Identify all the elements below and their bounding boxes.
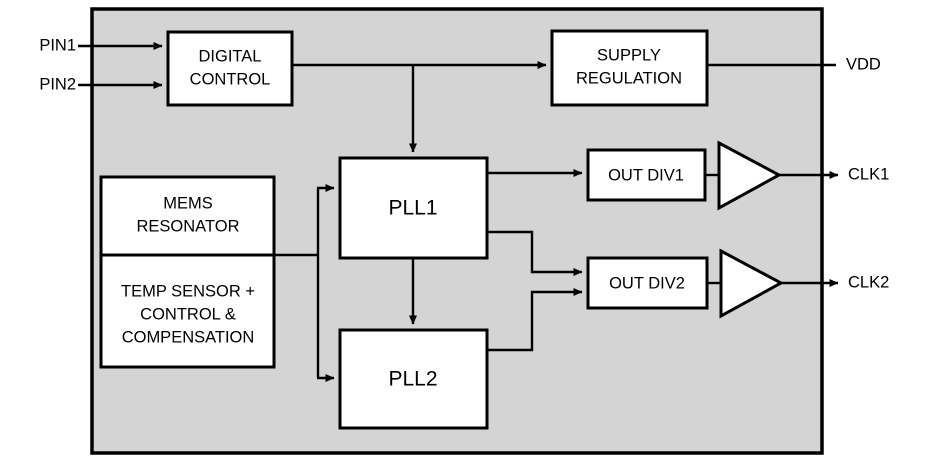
- block-supply-regulation-label-line2: REGULATION: [576, 69, 682, 87]
- block-out-div2-label: OUT DIV2: [609, 274, 685, 292]
- block-supply-regulation-box: [550, 29, 709, 107]
- pin-label-pin2: PIN2: [39, 75, 76, 93]
- block-digital-control[interactable]: DIGITAL CONTROL: [166, 30, 294, 107]
- pin-label-vdd: VDD: [846, 55, 881, 73]
- block-temp-sensor-label-line2: CONTROL &: [140, 305, 236, 323]
- block-out-div2[interactable]: OUT DIV2: [586, 256, 709, 310]
- block-out-div1-label: OUT DIV1: [608, 166, 684, 184]
- block-mems-resonator-box[interactable]: [99, 175, 276, 257]
- wire-pll1-to-out-div2: [487, 230, 583, 276]
- block-temp-sensor-box[interactable]: [99, 253, 276, 369]
- block-out-div1[interactable]: OUT DIV1: [586, 148, 707, 202]
- block-pll1[interactable]: PLL1: [338, 156, 489, 260]
- block-pll2-box: [338, 328, 489, 430]
- block-supply-regulation[interactable]: SUPPLY REGULATION: [550, 29, 709, 107]
- block-mems-resonator-label-line2: RESONATOR: [137, 217, 240, 235]
- block-out-div1-box: [586, 148, 707, 202]
- pin-label-clk1: CLK1: [848, 165, 889, 183]
- block-out-div2-box: [586, 256, 709, 310]
- block-temp-sensor-label-line3: COMPENSATION: [122, 328, 255, 346]
- block-pll2-label: PLL2: [388, 368, 437, 391]
- output-buffer-2-triangle-icon[interactable]: [719, 248, 785, 319]
- block-digital-control-box: [166, 30, 294, 107]
- block-pll2[interactable]: PLL2: [338, 328, 489, 430]
- block-resonator-group: MEMS RESONATOR TEMP SENSOR + CONTROL & C…: [99, 175, 276, 369]
- block-digital-control-label-line1: DIGITAL: [199, 47, 262, 65]
- block-mems-resonator-label-line1: MEMS: [163, 194, 213, 212]
- block-pll1-label: PLL1: [388, 197, 437, 220]
- pin-label-clk2: CLK2: [848, 273, 889, 291]
- output-buffer-1-triangle-icon[interactable]: [717, 140, 783, 211]
- pin-label-pin1: PIN1: [39, 36, 76, 54]
- wire-pll2-to-out-div2: [487, 288, 583, 352]
- block-pll1-box: [338, 156, 489, 260]
- block-digital-control-label-line2: CONTROL: [190, 70, 271, 88]
- block-temp-sensor-label-line1: TEMP SENSOR +: [121, 282, 255, 300]
- block-supply-regulation-label-line1: SUPPLY: [597, 46, 661, 64]
